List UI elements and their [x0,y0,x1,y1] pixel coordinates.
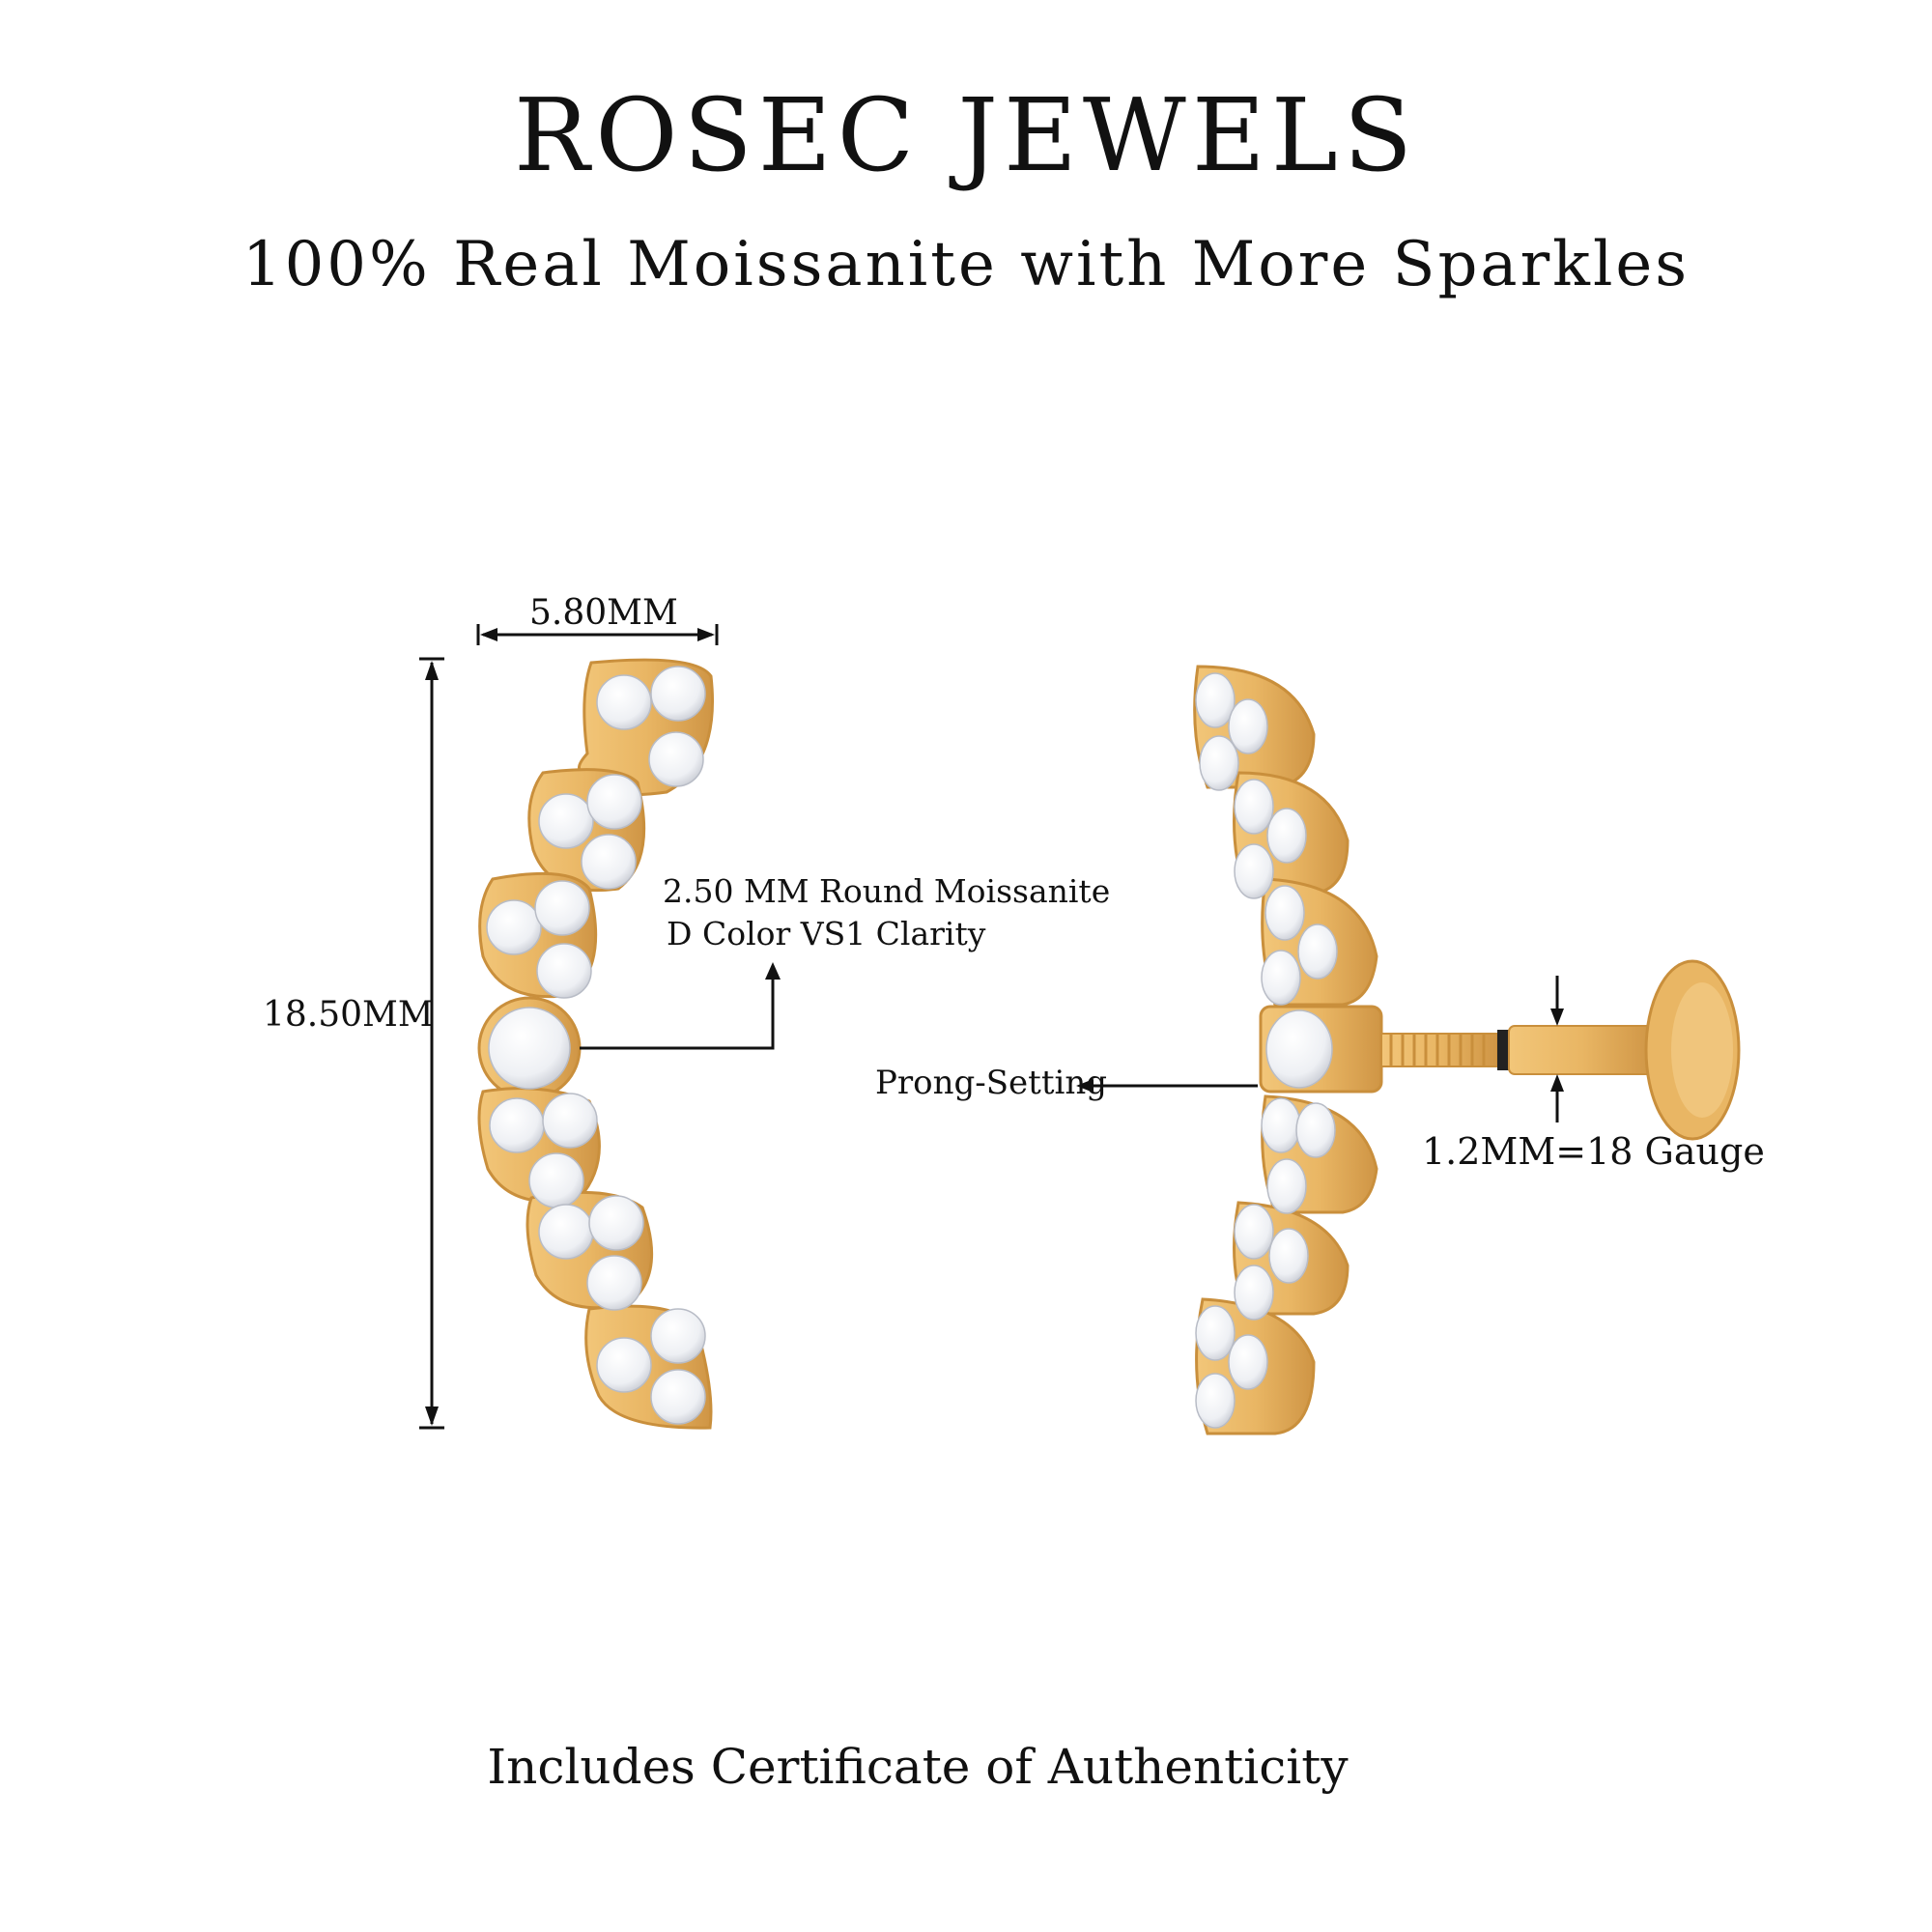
stone-leader [580,962,781,1050]
width-dimension [476,624,719,645]
tagline: 100% Real Moissanite with More Sparkles [242,229,1690,300]
height-label: 18.50MM [263,995,434,1035]
stone-spec-line1: 2.50 MM Round Moissanite [663,872,1111,910]
brand-title: ROSEC JEWELS [513,76,1419,194]
earring-side-view [1193,665,1741,1435]
prong-leader [1076,1079,1258,1093]
gauge-dimension [1550,976,1564,1122]
stone-spec-line2: D Color VS1 Clarity [667,915,986,952]
certificate-note: Includes Certificate of Authenticity [487,1739,1349,1795]
width-label: 5.80MM [529,593,678,633]
height-dimension [419,657,444,1430]
gauge-label: 1.2MM=18 Gauge [1422,1130,1765,1173]
earring-front-view [477,658,715,1430]
prong-setting-label: Prong-Setting [875,1064,1108,1102]
